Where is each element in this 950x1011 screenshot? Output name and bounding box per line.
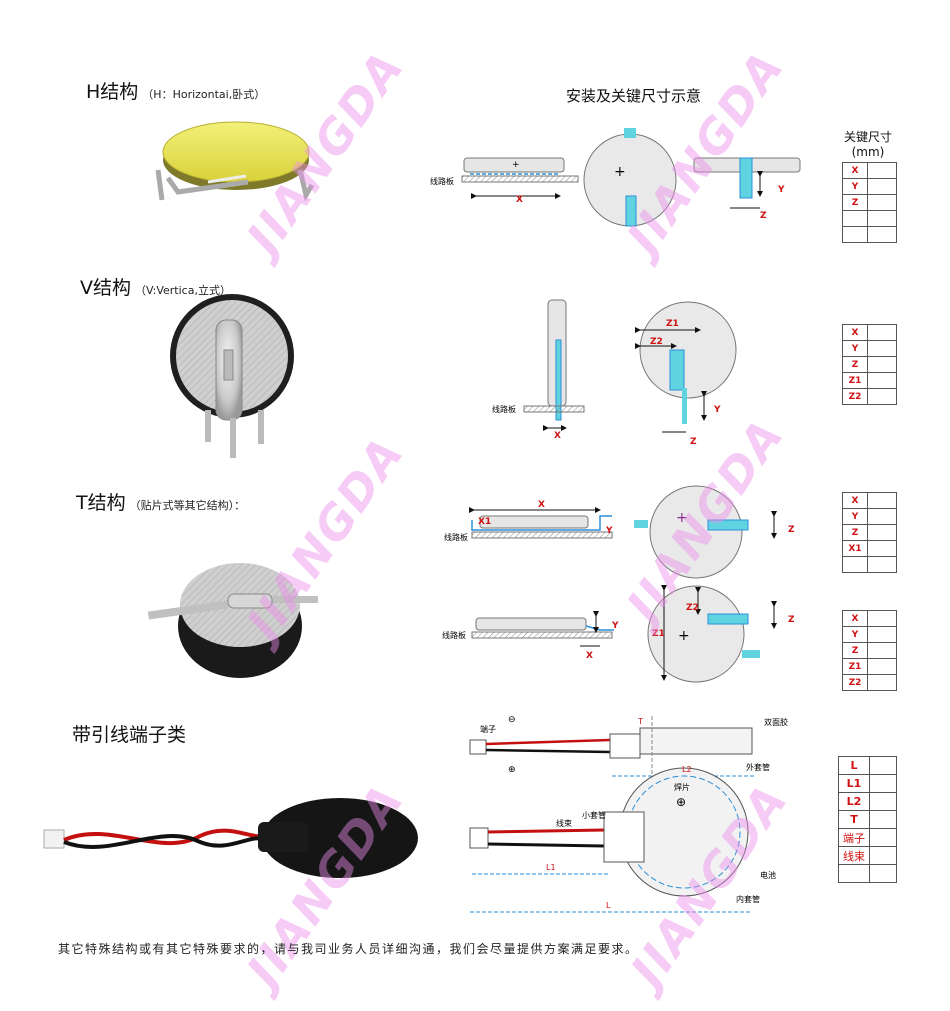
svg-text:+: + xyxy=(614,164,626,180)
dims-header-title: 关键尺寸 xyxy=(843,130,892,144)
lead-battery-label: 电池 xyxy=(760,870,776,880)
lead-dim-l: L xyxy=(606,901,611,910)
lead-dim-l1: L1 xyxy=(546,863,556,872)
h-side-view: + xyxy=(461,157,579,199)
lead-tab-label: 焊片 xyxy=(674,782,690,792)
diagram-title: 安装及关键尺寸示意 xyxy=(566,87,702,105)
lead-inner-sleeve-label: 内套管 xyxy=(736,894,760,904)
dims-t2-value xyxy=(867,674,897,691)
t-title-text: T结构 xyxy=(76,492,126,514)
v-pcb-label: 线路板 xyxy=(492,404,516,414)
svg-text:+: + xyxy=(678,628,690,644)
lead-structure-title: 带引线端子类 xyxy=(72,720,186,747)
lead-harness-label: 线束 xyxy=(556,818,572,828)
t1-side-view xyxy=(469,507,613,539)
lead-top-view: ⊕ xyxy=(469,767,756,913)
t1-dim-x: X xyxy=(538,500,545,510)
lead-title-text: 带引线端子类 xyxy=(72,724,187,746)
footer-note: 其它特殊结构或有其它特殊要求的，请与我司业务人员详细沟通，我们会尽量提供方案满足… xyxy=(58,942,639,956)
t1-top-view: + xyxy=(634,485,777,579)
lead-outer-sleeve-label: 外套管 xyxy=(746,762,770,772)
v-structure-title: V结构 （V:Vertica,立式） xyxy=(80,273,231,300)
dims-lead-value xyxy=(869,864,897,883)
h-title-text: H结构 xyxy=(86,81,139,103)
h-pcb-label: 线路板 xyxy=(430,176,454,186)
t-battery-photo xyxy=(147,563,318,678)
h-subtitle: （H：Horizontai,卧式） xyxy=(142,88,266,101)
lead-terminal-label: 端子 xyxy=(480,724,496,734)
v-dim-y: Y xyxy=(713,405,721,415)
dims-table-t2: X Y Z Z1 Z2 xyxy=(842,610,897,691)
h-dim-x: X xyxy=(516,195,523,205)
t2-top-view: + xyxy=(647,585,777,683)
dims-header: 关键尺寸 (mm) xyxy=(838,130,898,160)
v-battery-photo xyxy=(170,294,294,458)
lead-dim-t: T xyxy=(637,717,643,726)
t2-side-view xyxy=(471,611,614,647)
dims-lead-key: L2 xyxy=(838,792,870,811)
t1-dim-y: Y xyxy=(605,526,613,536)
v-dim-z: Z xyxy=(690,437,697,447)
lead-pos-mark: ⊕ xyxy=(508,765,516,775)
v-dim-z2: Z2 xyxy=(650,337,663,347)
lead-side-view xyxy=(469,716,753,780)
dims-h-value xyxy=(867,226,897,243)
lead-battery-photo xyxy=(43,798,418,878)
lead-tape-label: 双面胶 xyxy=(764,717,788,727)
h-top-view: + xyxy=(583,128,677,227)
t1-dim-z: Z xyxy=(788,525,795,535)
v-dim-z1: Z1 xyxy=(666,319,679,329)
t1-dim-x1: X1 xyxy=(478,517,491,527)
v-side-view xyxy=(523,299,585,431)
t2-dim-z2: Z2 xyxy=(686,603,699,613)
t2-dim-z1: Z1 xyxy=(652,629,665,639)
t2-pcb-label: 线路板 xyxy=(442,630,466,640)
t-subtitle: （贴片式等其它结构）： xyxy=(129,499,246,512)
v-title-text: V结构 xyxy=(80,277,131,299)
lead-neg-mark: ⊖ xyxy=(508,715,516,725)
h-front-view xyxy=(693,157,801,209)
v-subtitle: （V:Vertica,立式） xyxy=(135,284,231,297)
svg-text:⊕: ⊕ xyxy=(676,795,686,809)
dims-table-v: X Y Z Z1 Z2 xyxy=(842,324,897,405)
dims-t1-value xyxy=(867,556,897,573)
v-front-view xyxy=(635,301,737,433)
h-dim-y: Y xyxy=(777,185,785,195)
t1-pcb-label: 线路板 xyxy=(444,532,468,542)
svg-text:+: + xyxy=(676,510,688,526)
v-dim-x: X xyxy=(554,431,561,441)
t-structure-title: T结构（贴片式等其它结构）： xyxy=(76,488,245,515)
dims-table-t1: X Y Z X1 xyxy=(842,492,897,573)
dims-v-value xyxy=(867,388,897,405)
dims-table-lead: L L1 L2 T 端子 线束 xyxy=(838,756,897,883)
h-dim-z: Z xyxy=(760,211,767,221)
dims-header-unit: (mm) xyxy=(851,145,885,159)
t2-dim-x: X xyxy=(586,651,593,661)
dims-lead-key: 线束 xyxy=(838,846,870,865)
h-structure-title: H结构（H：Horizontai,卧式） xyxy=(86,77,265,104)
svg-text:+: + xyxy=(512,160,520,170)
h-battery-photo xyxy=(155,121,315,202)
lead-dim-l2: L2 xyxy=(682,765,692,774)
dims-table-h: X Y Z xyxy=(842,162,897,243)
t2-dim-y: Y xyxy=(611,621,619,631)
t2-dim-z: Z xyxy=(788,615,795,625)
lead-small-sleeve-label: 小套管 xyxy=(582,810,606,820)
